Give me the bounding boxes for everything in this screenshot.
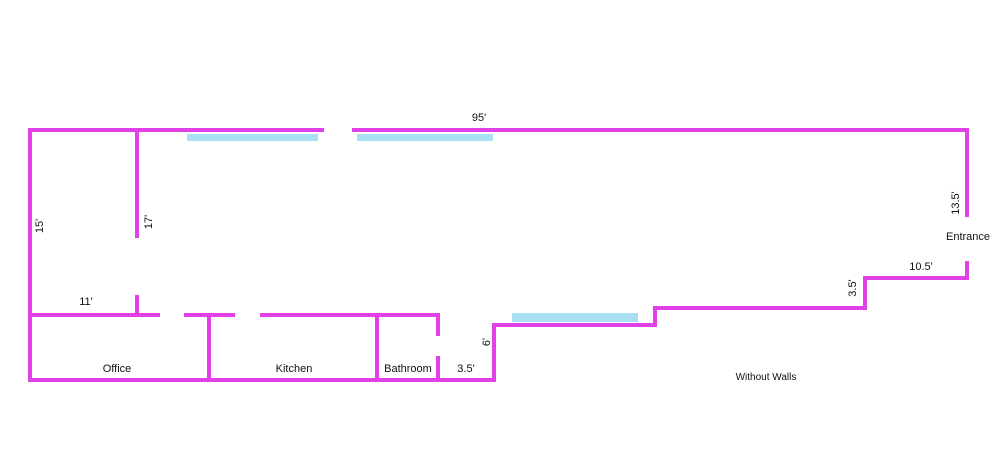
without-walls-label: Without Walls <box>736 372 797 383</box>
dim-left-height: 15' <box>34 219 46 233</box>
right-wall-lower <box>492 261 969 382</box>
dim-notch-height: 6' <box>481 338 493 346</box>
room-bathroom: Bathroom <box>384 363 432 375</box>
walls <box>28 128 969 382</box>
room-office: Office <box>103 363 132 375</box>
dim-notch-width: 3.5' <box>457 363 474 375</box>
window-bottom <box>512 313 638 322</box>
notes: Entrance Without Walls <box>736 231 990 383</box>
dim-right-step: 10.5' <box>909 261 933 273</box>
entrance-label: Entrance <box>946 231 990 243</box>
window-top-left <box>187 134 318 141</box>
windows <box>187 134 638 322</box>
dim-office-width: 11' <box>79 296 93 308</box>
dim-top-length: 95' <box>472 112 486 124</box>
dim-right-height: 13.5' <box>950 191 962 215</box>
window-top-right <box>357 134 493 141</box>
dimension-labels: 95' 15' 17' 11' 13.5' 10.5' 3.5' 6' 3.5' <box>34 112 962 375</box>
room-kitchen: Kitchen <box>276 363 313 375</box>
dim-step-height: 3.5' <box>847 279 859 296</box>
dim-inner-wall: 17' <box>143 215 155 229</box>
room-labels: Office Kitchen Bathroom <box>103 363 432 375</box>
